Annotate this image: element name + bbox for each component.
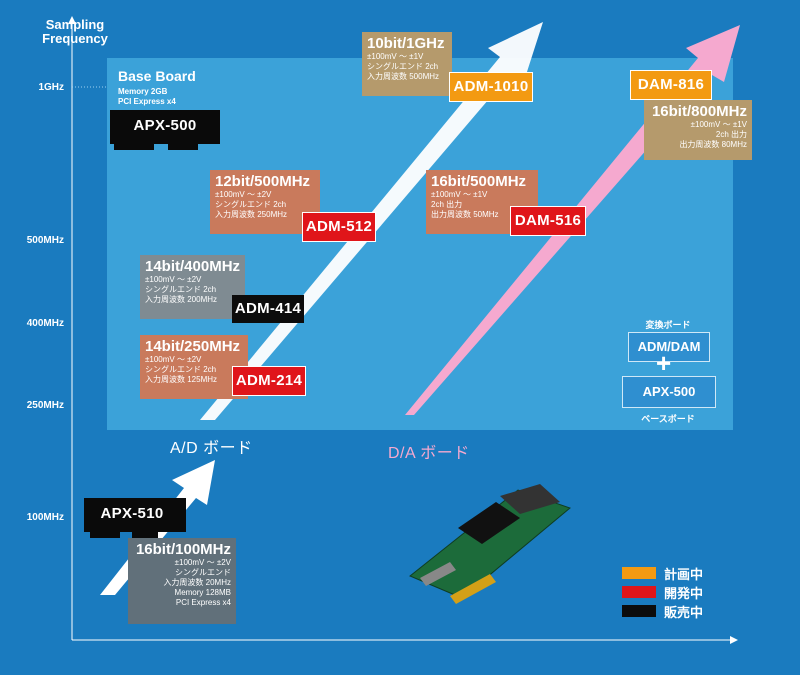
- adm214-spec-box: 14bit/250MHz ±100mV 〜 ±2V シングルエンド 2ch 入力…: [140, 335, 248, 399]
- legend-label-planned: 計画中: [664, 566, 704, 582]
- y-axis-title-line2: Frequency: [42, 31, 108, 46]
- adm214-badge: ADM-214: [232, 366, 306, 396]
- base-board-title: Base Board: [118, 68, 196, 84]
- apx510-spec-memory: Memory 128MB: [174, 588, 231, 597]
- legend-item-on-sale: 販売中: [622, 604, 704, 620]
- adm1010-badge: ADM-1010: [449, 72, 533, 102]
- dam516-spec-outputs: 2ch 出力: [431, 200, 463, 209]
- da-board-label: D/A ボード: [388, 445, 470, 462]
- adm414-spec-box: 14bit/400MHz ±100mV 〜 ±2V シングルエンド 2ch 入力…: [140, 255, 245, 319]
- plus-sign: +: [656, 348, 672, 378]
- legend-swatch-black: [622, 605, 656, 617]
- adm414-spec-range: ±100mV 〜 ±2V: [145, 275, 202, 284]
- legend-item-planned: 計画中: [622, 566, 704, 582]
- apx510-spec-title: 16bit/100MHz: [135, 541, 231, 558]
- adm214-spec-title: 14bit/250MHz: [145, 338, 241, 355]
- y-axis-title: Sampling Frequency: [30, 18, 120, 46]
- y-tick-500mhz: 500MHz: [26, 235, 64, 246]
- adm1010-spec-channels: シングルエンド 2ch: [367, 62, 439, 71]
- pcb-board-image: [409, 484, 572, 604]
- apx510-spec-bus: PCI Express x4: [175, 598, 231, 607]
- adm-dam-box: ADM/DAM: [628, 332, 710, 362]
- adm414-spec-channels: シングルエンド 2ch: [145, 285, 217, 294]
- base-board-bus: PCI Express x4: [118, 97, 176, 106]
- adm512-spec-range: ±100mV 〜 ±2V: [215, 190, 272, 199]
- apx510-board-image: [84, 498, 186, 538]
- conversion-board-label: 変換ボード: [645, 320, 691, 330]
- dam816-badge: DAM-816: [630, 70, 712, 100]
- y-axis-arrowhead: [68, 16, 76, 24]
- apx510-spec-range: ±100mV 〜 ±2V: [174, 558, 231, 567]
- y-axis-title-line1: Sampling: [45, 17, 105, 32]
- dam816-spec-outputs: 2ch 出力: [715, 130, 747, 139]
- base-board-specs: Memory 2GB PCI Express x4: [118, 87, 176, 107]
- dam816-spec-title: 16bit/800MHz: [651, 103, 747, 120]
- dam516-badge: DAM-516: [510, 206, 586, 236]
- y-tick-1ghz: 1GHz: [38, 82, 64, 93]
- adm214-spec-range: ±100mV 〜 ±2V: [145, 355, 202, 364]
- adm414-spec-title: 14bit/400MHz: [145, 258, 241, 275]
- adm414-spec-freq: 入力周波数 200MHz: [145, 295, 218, 304]
- apx510-spec-box: 16bit/100MHz ±100mV 〜 ±2V シングルエンド 入力周波数 …: [128, 538, 236, 624]
- legend-swatch-red: [622, 586, 656, 598]
- dam816-spec-box: 16bit/800MHz ±100mV 〜 ±1V 2ch 出力 出力周波数 8…: [644, 100, 752, 160]
- y-tick-400mhz: 400MHz: [26, 318, 64, 329]
- x-axis-arrowhead: [730, 636, 738, 644]
- ad-board-label: A/D ボード: [170, 440, 253, 457]
- legend-item-developing: 開発中: [622, 585, 704, 601]
- adm1010-spec-title: 10bit/1GHz: [367, 35, 445, 52]
- dam516-spec-title: 16bit/500MHz: [431, 173, 527, 190]
- apx500-label: APX-500: [133, 117, 197, 134]
- dam516-spec-range: ±100mV 〜 ±1V: [431, 190, 488, 199]
- adm512-spec-title: 12bit/500MHz: [215, 173, 311, 190]
- adm214-spec-freq: 入力周波数 125MHz: [145, 375, 218, 384]
- legend-label-developing: 開発中: [664, 585, 704, 601]
- dam516-spec-freq: 出力周波数 50MHz: [431, 210, 499, 219]
- legend-swatch-orange: [622, 567, 656, 579]
- adm1010-spec-range: ±100mV 〜 ±1V: [367, 52, 424, 61]
- base-board-memory: Memory 2GB: [118, 87, 168, 96]
- adm414-badge: ADM-414: [232, 295, 304, 323]
- adm512-spec-freq: 入力周波数 250MHz: [215, 210, 288, 219]
- dam816-spec-freq: 出力周波数 80MHz: [679, 140, 747, 149]
- apx500-combo-box: APX-500: [622, 376, 716, 408]
- adm214-spec-channels: シングルエンド 2ch: [145, 365, 217, 374]
- legend-label-on-sale: 販売中: [664, 604, 704, 620]
- dam816-spec-range: ±100mV 〜 ±1V: [690, 120, 747, 129]
- apx500-board-image: [110, 110, 220, 150]
- apx510-spec-freq: 入力周波数 20MHz: [163, 578, 231, 587]
- apx510-spec-type: シングルエンド: [175, 568, 231, 577]
- base-board-jp-label: ベースボード: [641, 414, 695, 424]
- y-tick-100mhz: 100MHz: [26, 512, 64, 523]
- y-tick-250mhz: 250MHz: [26, 400, 64, 411]
- adm512-spec-channels: シングルエンド 2ch: [215, 200, 287, 209]
- dam516-spec-box: 16bit/500MHz ±100mV 〜 ±1V 2ch 出力 出力周波数 5…: [426, 170, 538, 234]
- apx510-label: APX-510: [100, 505, 164, 522]
- adm512-badge: ADM-512: [302, 212, 376, 242]
- adm1010-spec-box: 10bit/1GHz ±100mV 〜 ±1V シングルエンド 2ch 入力周波…: [362, 32, 452, 96]
- adm512-spec-box: 12bit/500MHz ±100mV 〜 ±2V シングルエンド 2ch 入力…: [210, 170, 320, 234]
- adm1010-spec-freq: 入力周波数 500MHz: [367, 72, 440, 81]
